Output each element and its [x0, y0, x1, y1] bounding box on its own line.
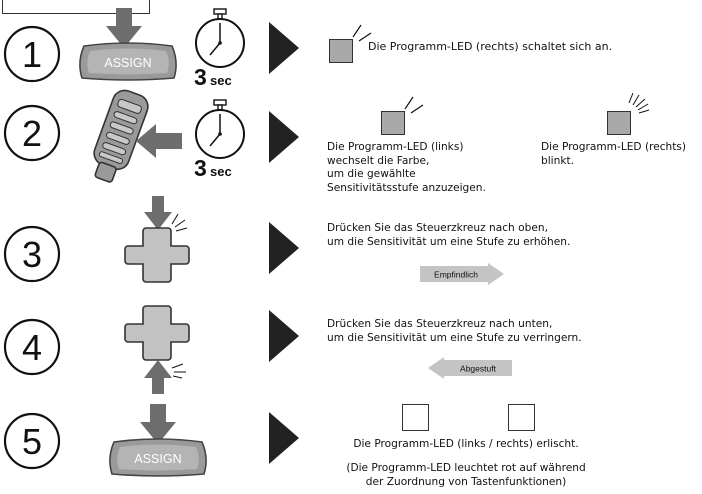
step-5-description: Die Programm-LED (links / rechts) erlisc…	[353, 438, 579, 450]
step-number-5: 5	[3, 412, 61, 470]
led-indicator-left	[381, 111, 405, 135]
right-triangle-pointer-icon	[269, 310, 299, 362]
right-triangle-pointer-icon	[269, 22, 299, 74]
svg-text:3: 3	[194, 155, 207, 181]
step-1-description: Die Programm-LED (rechts) schaltet sich …	[368, 40, 613, 53]
led-indicator-left-off	[402, 404, 429, 431]
svg-text:ASSIGN: ASSIGN	[134, 452, 181, 466]
svg-text:2: 2	[22, 113, 42, 154]
svg-text:3: 3	[22, 234, 42, 275]
remote-control-icon	[93, 89, 149, 183]
stopwatch-icon: 3 sec	[194, 8, 245, 90]
d-pad-icon	[124, 227, 190, 283]
down-arrow-icon	[106, 8, 142, 48]
down-arrow-icon	[144, 196, 172, 230]
assign-button: ASSIGN	[109, 438, 207, 477]
led-indicator-right	[607, 111, 631, 135]
step-number-3: 3	[3, 225, 61, 283]
up-arrow-badge: Empfindlich	[420, 263, 504, 285]
svg-text:3: 3	[194, 64, 207, 90]
step-5-note: (Die Programm-LED leuchtet rot auf währe…	[346, 462, 586, 488]
svg-text:ASSIGN: ASSIGN	[104, 56, 151, 70]
step-2-right-description: Die Programm-LED (rechts) blinkt.	[541, 141, 687, 167]
top-frame-fragment	[2, 0, 150, 14]
right-triangle-pointer-icon	[269, 222, 299, 274]
press-rays	[171, 363, 186, 379]
svg-text:Abgestuft: Abgestuft	[460, 364, 497, 374]
step-number-1: 1	[3, 25, 61, 83]
svg-text:Empfindlich: Empfindlich	[434, 270, 478, 280]
step-number-4: 4	[3, 318, 61, 376]
down-arrow-icon	[140, 404, 176, 444]
svg-text:sec: sec	[210, 164, 232, 179]
stopwatch-icon: 3 sec	[194, 99, 245, 181]
step-4-description: Drücken Sie das Steuerzkreuz nach unten,…	[327, 318, 582, 344]
led-indicator-right	[329, 39, 353, 63]
up-arrow-icon	[144, 360, 172, 394]
right-triangle-pointer-icon	[269, 111, 299, 163]
step-3-description: Drücken Sie das Steuerzkreuz nach oben, …	[327, 222, 571, 248]
svg-text:4: 4	[22, 327, 42, 368]
assign-button: ASSIGN	[79, 42, 177, 81]
led-light-rays	[352, 24, 372, 42]
step-number-2: 2	[3, 104, 61, 162]
led-blink-rays	[628, 92, 650, 114]
down-arrow-badge: Abgestuft	[428, 357, 512, 379]
svg-text:5: 5	[22, 421, 42, 462]
press-rays	[171, 213, 188, 232]
svg-text:1: 1	[22, 34, 42, 75]
svg-text:sec: sec	[210, 73, 232, 88]
led-indicator-right-off	[508, 404, 535, 431]
left-arrow-icon	[136, 124, 182, 158]
d-pad-icon	[124, 305, 190, 361]
right-triangle-pointer-icon	[269, 412, 299, 464]
led-light-rays	[404, 96, 424, 114]
step-2-left-description: Die Programm-LED (links) wechselt die Fa…	[327, 141, 486, 194]
